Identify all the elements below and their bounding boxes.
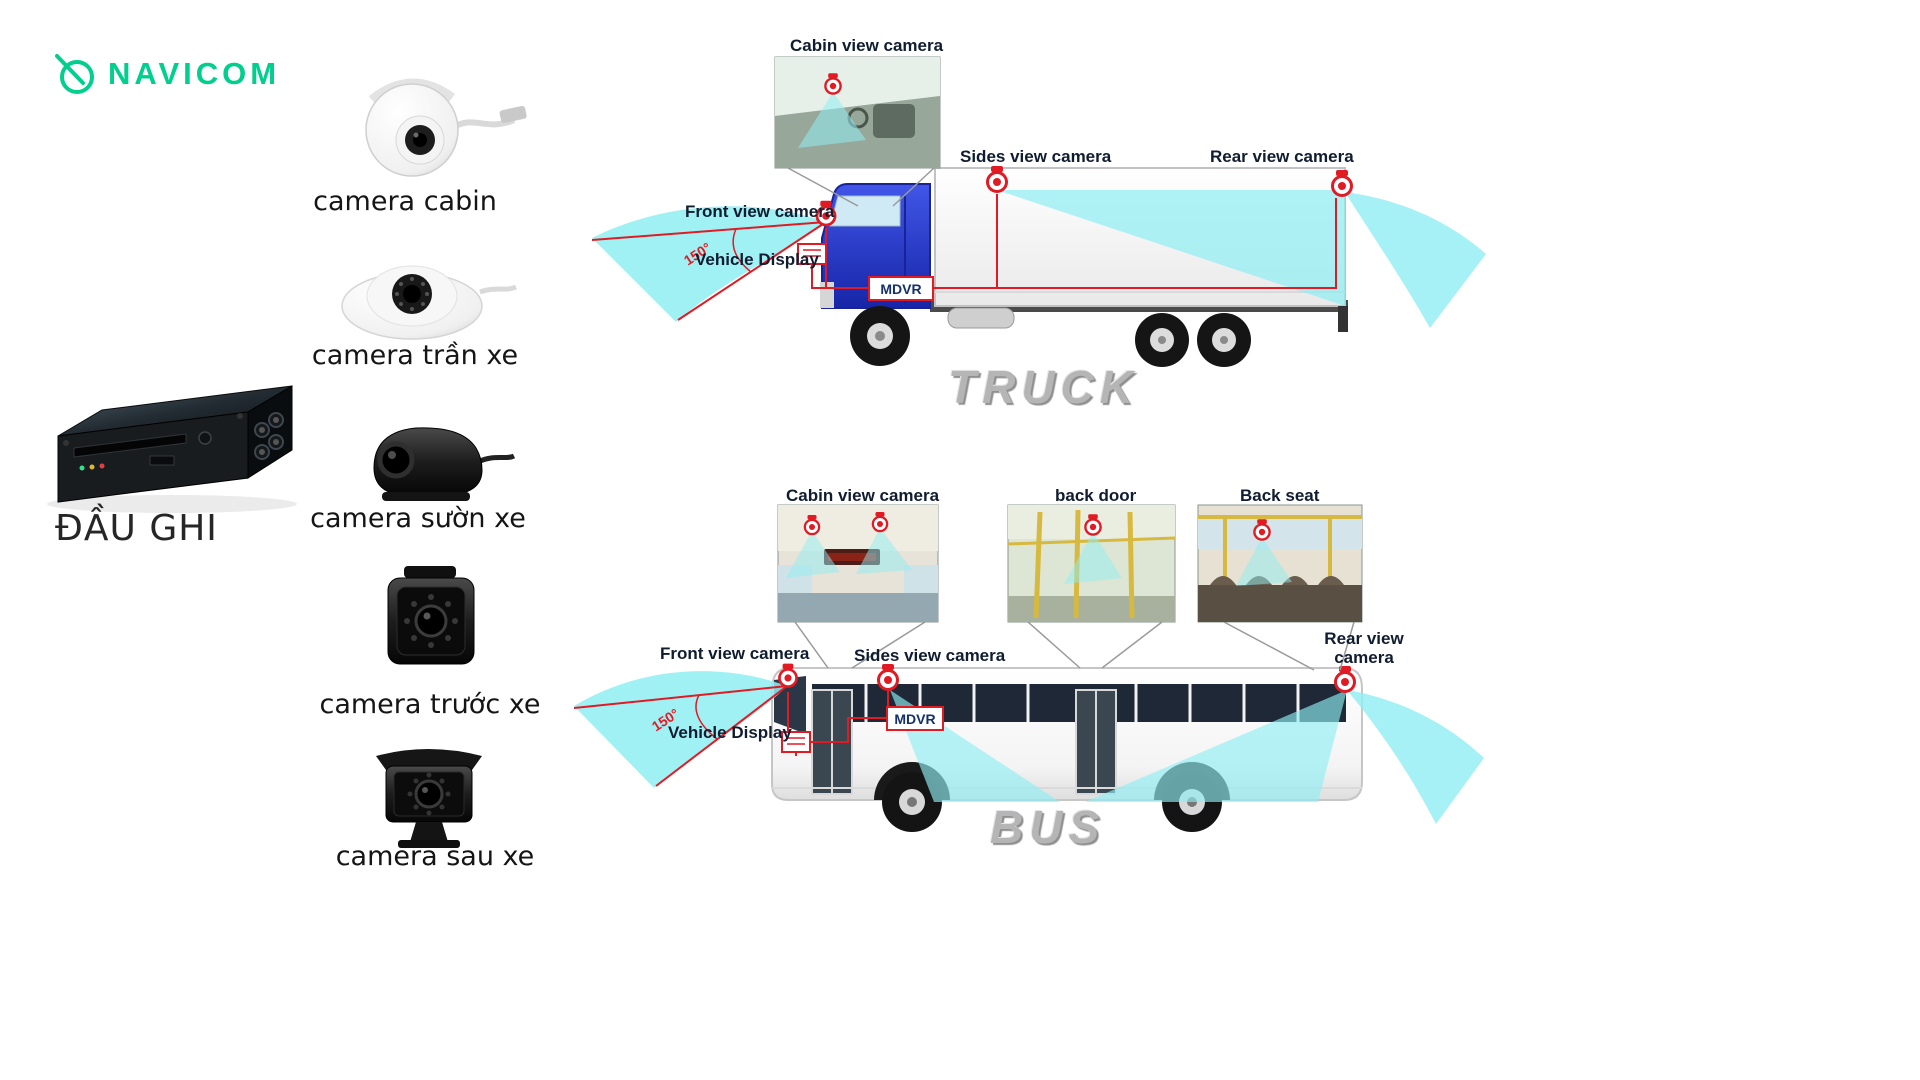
- truck-front-view-label: Front view camera: [685, 202, 835, 221]
- truck-sides-view-label: Sides view camera: [960, 147, 1112, 166]
- camera-suon-xe-photo: [373, 427, 516, 501]
- bus-cabin-view-label: Cabin view camera: [786, 486, 940, 505]
- truck-mdvr-box: MDVR: [868, 276, 934, 301]
- bus-sides-view-label: Sides view camera: [854, 646, 1006, 665]
- mdvr-device-photo: [47, 385, 297, 513]
- truck-rear-view-cone: [1345, 192, 1486, 328]
- bus-front-view-cone: [574, 671, 787, 788]
- truck-wheels: [850, 306, 1251, 367]
- truck-title: TRUCK: [948, 361, 1139, 413]
- bus-backdoor-inset-photo: [1007, 504, 1176, 669]
- bus-rear-inner-cone: [1085, 690, 1347, 802]
- truck-vehicle-display-icon: [797, 243, 827, 268]
- truck-cabin-inset-photo: [774, 56, 941, 207]
- bus-front-view-label: Front view camera: [660, 644, 810, 663]
- camera-suon-xe-label: camera sườn xe: [310, 503, 526, 534]
- truck-cabin-view-label: Cabin view camera: [790, 36, 944, 55]
- truck-rear-view-label: Rear view camera: [1210, 147, 1354, 166]
- bus-rear-view-cone: [1347, 690, 1484, 824]
- bus-title: BUS: [990, 801, 1106, 853]
- bus-backseat-inset-photo: [1197, 504, 1363, 671]
- truck-side-view-cone: [997, 190, 1345, 306]
- bus-vehicle-display-label: Vehicle Display: [668, 723, 792, 742]
- camera-truoc-xe-photo: [387, 566, 475, 665]
- bus-rear-view-label: Rear view camera: [1324, 629, 1404, 667]
- camera-sau-xe-photo: [376, 749, 482, 848]
- truck-illustration: 150°: [591, 164, 1486, 367]
- truck-vehicle-display-label: Vehicle Display: [695, 250, 819, 269]
- bus-mdvr-box: MDVR: [886, 706, 944, 731]
- camera-cabin-label: camera cabin: [313, 186, 497, 217]
- bus-back-door-label: back door: [1055, 486, 1137, 505]
- recorder-label: ĐẦU GHI: [55, 508, 218, 549]
- bus-vehicle-display-icon: [781, 731, 811, 756]
- camera-tran-xe-label: camera trần xe: [311, 340, 519, 371]
- brand-logo: NAVICOM: [52, 50, 280, 98]
- camera-tran-xe-photo: [341, 265, 517, 340]
- bus-illustration: 150°: [573, 662, 1484, 832]
- navicom-logo-icon: [55, 54, 94, 94]
- bus-back-seat-label: Back seat: [1240, 486, 1320, 505]
- camera-cabin-photo: [365, 78, 527, 177]
- brand-name: NAVICOM: [108, 56, 281, 91]
- bus-cabin-inset-photo: [777, 504, 939, 669]
- camera-truoc-xe-label: camera trước xe: [319, 689, 541, 720]
- camera-sau-xe-label: camera sau xe: [335, 841, 535, 872]
